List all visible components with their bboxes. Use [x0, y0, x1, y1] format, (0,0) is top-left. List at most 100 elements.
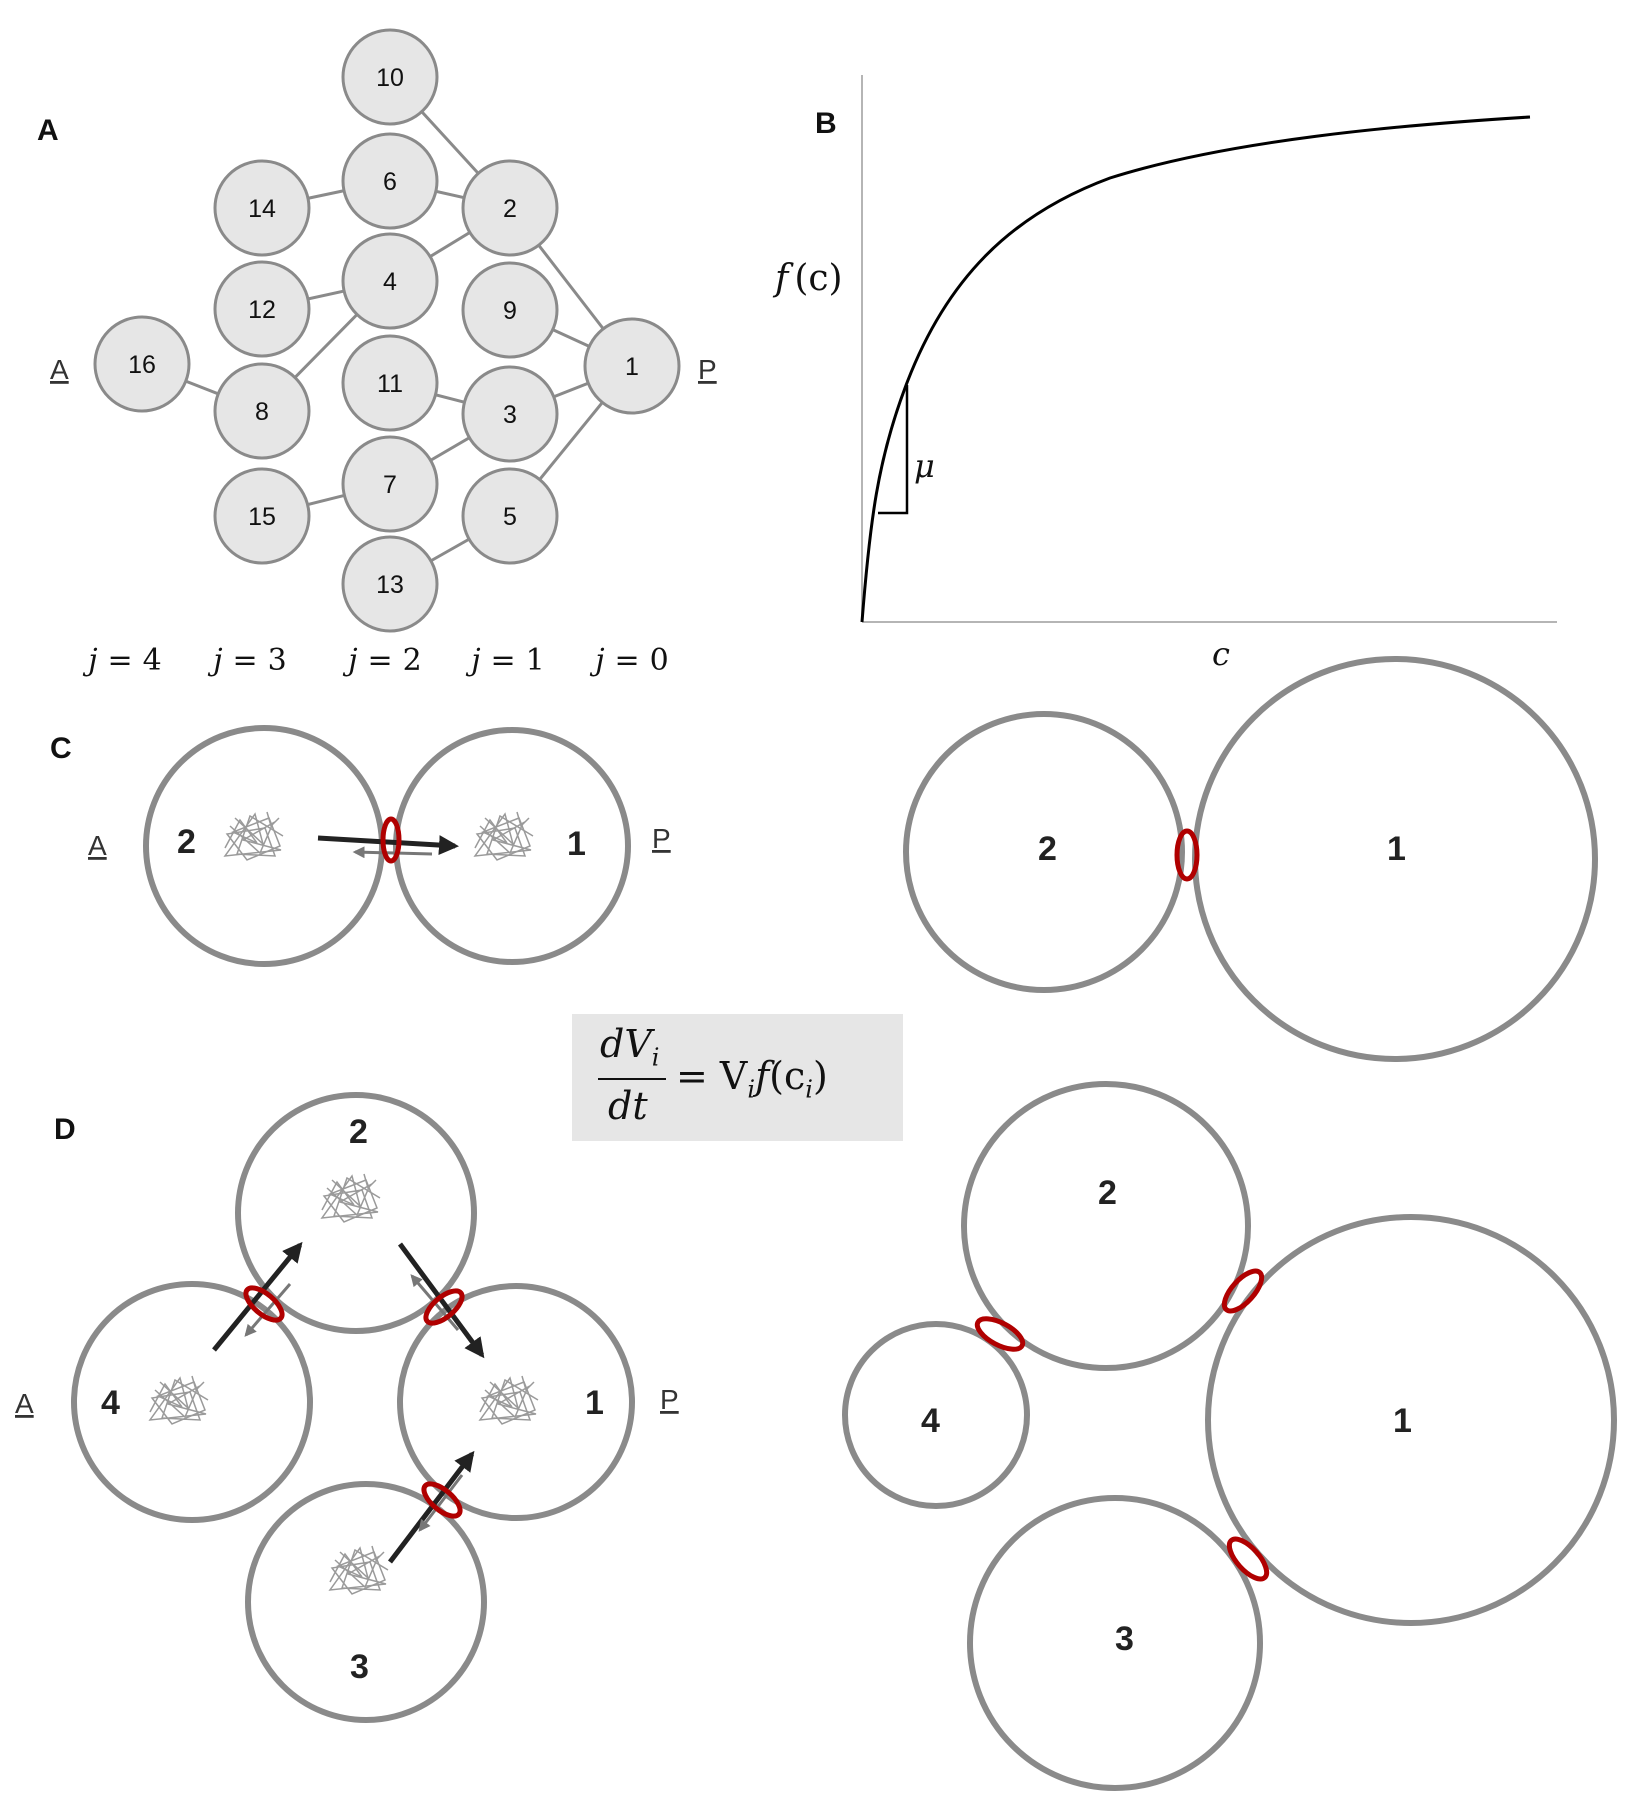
network-node: [461, 261, 559, 359]
panel-label-d: D: [54, 1113, 76, 1146]
level-label: j=4: [82, 643, 162, 678]
network-node-label: 7: [383, 471, 397, 499]
chromatin-icon: [479, 1375, 539, 1425]
network-node: [341, 28, 439, 126]
flux-arrow-backward: [352, 846, 433, 859]
network-node: [341, 435, 439, 533]
grown-cell-c-2: [903, 711, 1185, 993]
ring-canal: [421, 1481, 463, 1519]
network-node-label: 16: [128, 351, 156, 379]
network-node: [461, 365, 559, 463]
level-label: j=2: [342, 643, 422, 678]
network-node-label: 6: [383, 168, 397, 196]
cell-c-2-label: 2: [177, 823, 196, 861]
network-node-label: 8: [255, 398, 269, 426]
network-node-label: 11: [377, 370, 403, 398]
cell-d-1: [397, 1283, 635, 1521]
ring-canal: [243, 1285, 285, 1323]
equation-rhs: = Vif(ci): [676, 1054, 828, 1104]
network-node-label: 2: [503, 195, 517, 223]
growth-equation: dVi dt = Vif(ci): [572, 1014, 903, 1141]
ring-canal: [423, 1288, 465, 1326]
flux-arrow-4-to-2: [212, 1241, 303, 1352]
flux-arrow-forward: [317, 835, 459, 856]
network-node: [213, 159, 311, 257]
grown-cell-d-2-label: 2: [1098, 1174, 1117, 1212]
cell-d-1-label: 1: [585, 1384, 604, 1422]
posterior-label-d: P: [660, 1384, 679, 1415]
fraction-bar: [598, 1078, 666, 1080]
network-node-label: 12: [248, 296, 276, 324]
cell-d-3-label: 3: [350, 1648, 369, 1686]
level-label: j=3: [207, 643, 287, 678]
flux-arrow-2-to-4: [244, 1283, 292, 1337]
ring-canal: [380, 816, 402, 864]
cell-d-4-label: 4: [101, 1384, 120, 1422]
slope-triangle: [878, 385, 909, 515]
cell-c-1-label: 1: [567, 825, 586, 863]
grown-cell-d-1: [1205, 1214, 1617, 1626]
chromatin-icon: [224, 811, 284, 861]
chromatin-icon: [329, 1545, 389, 1595]
grown-cell-d-3-label: 3: [1115, 1620, 1134, 1658]
network-node-label: 13: [376, 571, 404, 599]
posterior-label-a: P: [698, 354, 717, 385]
network-node-label: 3: [503, 401, 517, 429]
network-node: [341, 232, 439, 330]
grown-cell-d-1-label: 1: [1393, 1402, 1412, 1440]
anterior-label-c: A: [88, 830, 107, 861]
equation-denominator: dt: [608, 1084, 648, 1128]
y-axis-label-f: f: [772, 258, 794, 299]
grown-cell-d-2: [961, 1081, 1251, 1371]
network-node: [213, 467, 311, 565]
panel-label-c: C: [50, 732, 72, 765]
flux-arrow-3-to-1: [388, 1450, 475, 1564]
network-node-label: 4: [383, 268, 397, 296]
network-node-label: 10: [376, 64, 404, 92]
ring-canal: [974, 1316, 1026, 1352]
anterior-label-d: A: [15, 1388, 34, 1419]
network-node-label: 9: [503, 297, 517, 325]
level-label: j=0: [589, 643, 669, 678]
ring-canal: [1226, 1536, 1270, 1582]
network-node-label: 1: [625, 353, 639, 381]
network-node: [461, 467, 559, 565]
cell-c-1: [393, 727, 631, 965]
posterior-label-c: P: [652, 823, 671, 854]
grown-cell-c-1-label: 1: [1387, 830, 1406, 868]
y-axis-label-arg: (c): [794, 258, 842, 299]
network-node-label: 5: [503, 503, 517, 531]
network-node: [93, 315, 191, 413]
network-node: [213, 260, 311, 358]
equation-numerator: dVi: [600, 1022, 660, 1072]
ring-canal: [1174, 828, 1200, 882]
panel-label-a: A: [37, 114, 59, 147]
slope-label: μ: [914, 447, 935, 485]
grown-cell-d-4-label: 4: [921, 1402, 940, 1440]
level-label: j=1: [465, 643, 545, 678]
network-node: [341, 535, 439, 633]
y-axis-label: f(c): [772, 258, 843, 299]
ring-canal: [1221, 1268, 1265, 1314]
anterior-label-a: A: [50, 354, 69, 385]
network-node: [341, 334, 439, 432]
network-node: [341, 132, 439, 230]
chromatin-icon: [321, 1173, 381, 1223]
network-node: [461, 159, 559, 257]
cell-d-4: [71, 1281, 313, 1523]
chromatin-icon: [149, 1375, 209, 1425]
grown-cell-d-4: [842, 1321, 1030, 1509]
level-labels: j=4 j=3 j=2 j=1 j=0: [82, 643, 669, 678]
network-node-label: 14: [248, 195, 276, 223]
cell-d-2-label: 2: [349, 1113, 368, 1151]
panel-label-b: B: [815, 107, 837, 140]
network-node: [583, 317, 681, 415]
grown-cell-c-2-label: 2: [1038, 830, 1057, 868]
cell-d-2: [235, 1092, 477, 1334]
cell-d-3: [245, 1481, 487, 1723]
network-node: [213, 362, 311, 460]
x-axis-label: c: [1212, 635, 1230, 673]
grown-cell-d-3: [967, 1495, 1263, 1791]
